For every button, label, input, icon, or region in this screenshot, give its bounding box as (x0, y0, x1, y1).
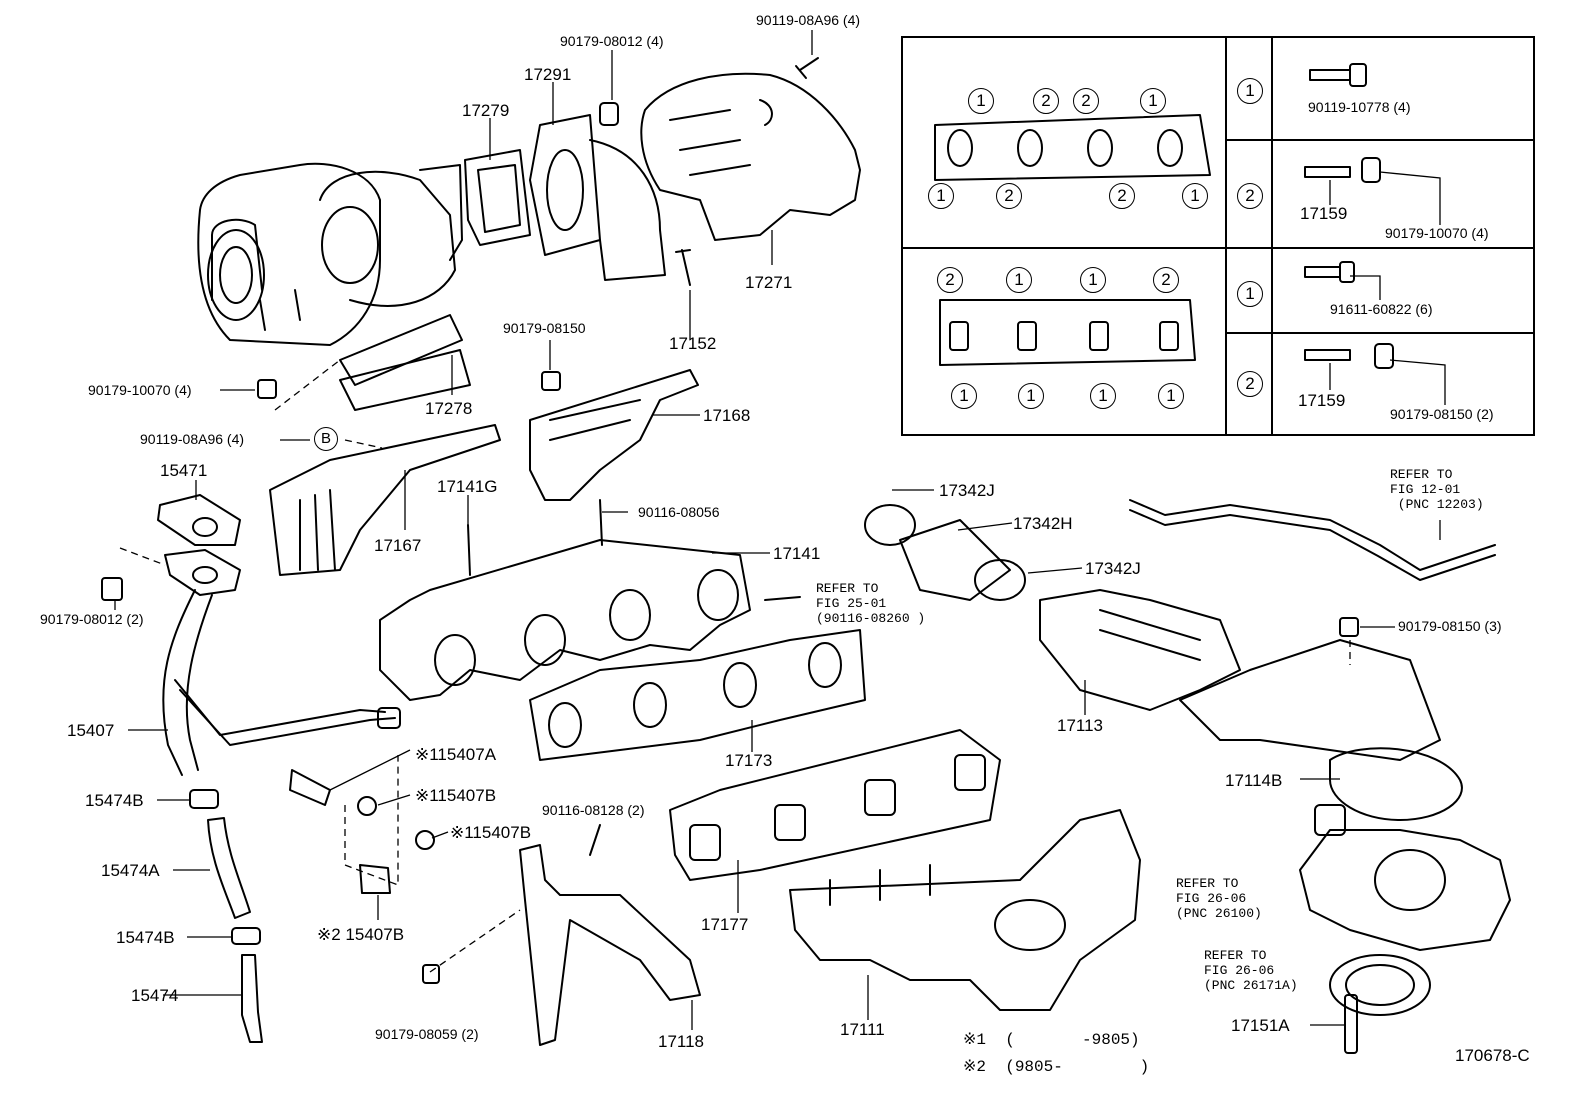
part-label-17114b: 17114B (1225, 771, 1283, 790)
part-label-90179-08012-4: 90179-08012 (4) (560, 33, 664, 49)
inset-part-90179-10070: 90179-10070 (4) (1385, 225, 1489, 241)
inset-callout: 2 (996, 183, 1022, 209)
part-label-15407: 15407 (67, 721, 115, 740)
part-label-90116-08056: 90116-08056 (638, 504, 720, 520)
gasket-17279-drawing (464, 149, 531, 246)
part-label-17342j-2: 17342J (1085, 559, 1141, 578)
part-label-17141g: 17141G (437, 477, 498, 496)
part-label-15474b-1: 15474B (85, 791, 144, 810)
refer-fig-12-01: REFER TO FIG 12-01 (PNC 12203) (1390, 467, 1484, 512)
inset-table-frame (901, 36, 1535, 436)
inset-part-90179-08150: 90179-08150 (2) (1390, 406, 1494, 422)
inset-callout: 2 (1033, 88, 1059, 114)
part-label-17278: 17278 (425, 399, 473, 418)
inset-row-key: 2 (1237, 371, 1263, 397)
elbow-17291-drawing (529, 114, 666, 281)
inset-callout: 1 (1158, 383, 1184, 409)
part-label-90179-08059: 90179-08059 (2) (375, 1026, 479, 1042)
inset-row-key: 1 (1237, 281, 1263, 307)
part-label-15474b-2: 15474B (116, 928, 175, 947)
part-label-90116-08128: 90116-08128 (2) (542, 802, 645, 818)
part-label-15407b-2: ※115407B (450, 823, 532, 842)
part-label-17342h: 17342H (1013, 514, 1073, 533)
legend-row-2: ※2 (9805- ) (963, 1058, 1150, 1076)
part-label-15474: 15474 (131, 986, 179, 1005)
inset-part-17159-a: 17159 (1300, 204, 1348, 223)
part-label-90179-08150: 90179-08150 (503, 320, 586, 336)
inset-callout: 2 (1109, 183, 1135, 209)
inset-callout: 2 (1153, 267, 1179, 293)
refer-fig-26-06-a: REFER TO FIG 26-06 (PNC 26100) (1176, 876, 1262, 921)
inset-callout: 1 (1006, 267, 1032, 293)
part-label-17342j-1: 17342J (939, 481, 995, 500)
part-label-17141: 17141 (773, 544, 821, 563)
part-label-17291: 17291 (524, 65, 572, 84)
inset-callout: 1 (1182, 183, 1208, 209)
inset-row-key: 2 (1237, 183, 1263, 209)
part-label-90119-08a96-top: 90119-08A96 (4) (756, 12, 861, 28)
part-label-17279: 17279 (462, 101, 510, 120)
part-label-17173: 17173 (725, 751, 773, 770)
inset-part-90119-10778: 90119-10778 (4) (1308, 99, 1411, 115)
inset-part-91611-60822: 91611-60822 (6) (1330, 301, 1433, 317)
inset-callout: 1 (1140, 88, 1166, 114)
inset-part-17159-b: 17159 (1298, 391, 1346, 410)
legend-row-1: ※1 ( -9805) (963, 1031, 1140, 1049)
callout-b: B (314, 427, 338, 451)
refer-fig-26-06-b: REFER TO FIG 26-06 (PNC 26171A) (1204, 948, 1298, 993)
turbocharger-drawing (197, 162, 463, 346)
part-label-90179-10070-4: 90179-10070 (4) (88, 382, 192, 398)
part-label-17111: 17111 (840, 1020, 885, 1039)
heat-shield-17271-drawing (640, 72, 861, 241)
part-label-17152: 17152 (669, 334, 717, 353)
part-label-17177: 17177 (701, 915, 749, 934)
diagram-id: 170678-C (1455, 1046, 1530, 1065)
part-label-15471: 15471 (160, 461, 208, 480)
refer-fig-25-01: REFER TO FIG 25-01 (90116-08260 ) (816, 581, 926, 626)
part-label-90179-08150-3: 90179-08150 (3) (1398, 618, 1502, 634)
part-label-15407a: ※115407A (415, 745, 497, 764)
part-label-17168: 17168 (703, 406, 751, 425)
inset-callout: 1 (968, 88, 994, 114)
part-label-15474a: 15474A (101, 861, 160, 880)
part-label-17271: 17271 (745, 273, 793, 292)
inset-callout: 2 (1073, 88, 1099, 114)
part-label-90119-08a96-left: 90119-08A96 (4) (140, 431, 245, 447)
inset-callout: 1 (928, 183, 954, 209)
inset-callout: 1 (1018, 383, 1044, 409)
inset-callout: 1 (951, 383, 977, 409)
inset-callout: 1 (1090, 383, 1116, 409)
part-label-15407b-3: ※2 15407B (317, 925, 405, 944)
part-label-17118: 17118 (658, 1032, 705, 1051)
inset-callout: 1 (1080, 267, 1106, 293)
part-label-17167: 17167 (374, 536, 422, 555)
part-label-17151a: 17151A (1231, 1016, 1290, 1035)
inset-row-key: 1 (1237, 78, 1263, 104)
part-label-90179-08012-2: 90179-08012 (2) (40, 611, 144, 627)
inset-callout: 2 (937, 267, 963, 293)
part-label-15407b-1: ※115407B (415, 786, 497, 805)
part-label-17113: 17113 (1057, 716, 1104, 735)
